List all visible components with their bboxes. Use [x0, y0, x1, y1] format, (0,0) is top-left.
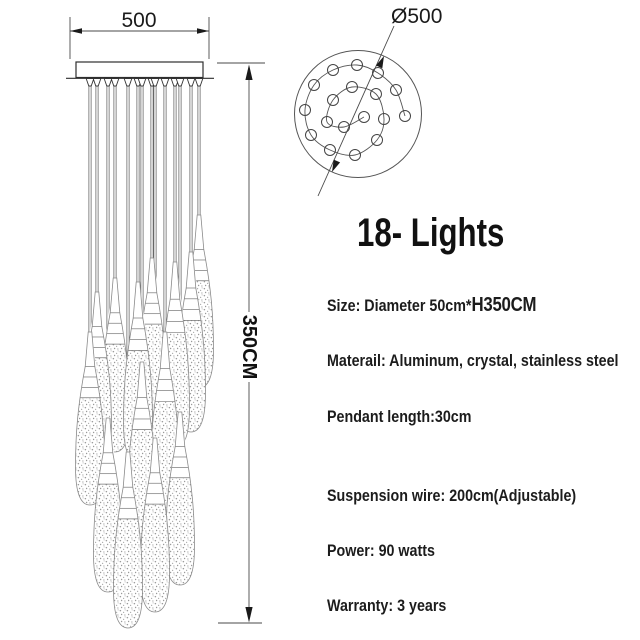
- diameter-dim-arrow-bottom: [332, 159, 341, 172]
- dimension-height-label: 350CM: [238, 315, 260, 379]
- light-position-circle: [305, 129, 317, 141]
- light-position-circle: [351, 59, 363, 71]
- light-position-circle: [308, 79, 320, 91]
- light-position-circle: [338, 121, 350, 133]
- canopy-outline-circle: [294, 50, 422, 178]
- width-dim-arrow-right: [197, 28, 209, 34]
- light-position-circle: [324, 144, 336, 156]
- light-position-circle: [399, 110, 411, 122]
- spec-size-prefix: Size: Diameter 50cm*: [327, 296, 472, 315]
- dimension-diameter-label: Ø500: [391, 5, 442, 28]
- height-dim-arrow-up: [245, 64, 253, 80]
- dimension-width-label: 500: [121, 9, 156, 32]
- light-position-circle: [390, 84, 402, 96]
- pendant-drops: [75, 78, 214, 629]
- light-spiral-arrangement: [299, 59, 411, 161]
- diameter-dim-arrow-top: [375, 56, 384, 69]
- spec-warranty: Warranty: 3 years: [327, 596, 447, 615]
- height-dim-arrow-down: [245, 607, 253, 623]
- spec-pendant-length: Pendant length:30cm: [327, 407, 472, 426]
- spec-size: Size: Diameter 50cm*H350CM: [327, 293, 537, 317]
- light-position-circle: [370, 88, 382, 100]
- spec-material: Materail: Aluminum, crystal, stainless s…: [327, 351, 619, 370]
- height-dimension: [217, 62, 265, 624]
- spec-power: Power: 90 watts: [327, 541, 435, 560]
- spec-suspension-wire: Suspension wire: 200cm(Adjustable): [327, 486, 577, 505]
- light-position-circle: [346, 81, 358, 93]
- front-view-elevation: 500 350CM: [66, 9, 265, 629]
- light-position-circle: [371, 134, 383, 146]
- width-dimension: [69, 17, 210, 59]
- product-title: 18- Lights: [357, 211, 505, 255]
- light-position-circle: [358, 111, 370, 123]
- light-position-circle: [349, 149, 361, 161]
- light-position-circle: [327, 94, 339, 106]
- diameter-dim-line: [317, 25, 395, 197]
- ceiling-plate: [75, 61, 204, 79]
- spec-size-height: H350CM: [471, 294, 537, 316]
- light-position-circle: [378, 113, 390, 125]
- width-dim-arrow-left: [70, 28, 82, 34]
- light-position-circle: [321, 116, 333, 128]
- top-view-plan: Ø500: [294, 5, 442, 197]
- light-position-circle: [299, 104, 311, 116]
- light-position-circle: [327, 64, 339, 76]
